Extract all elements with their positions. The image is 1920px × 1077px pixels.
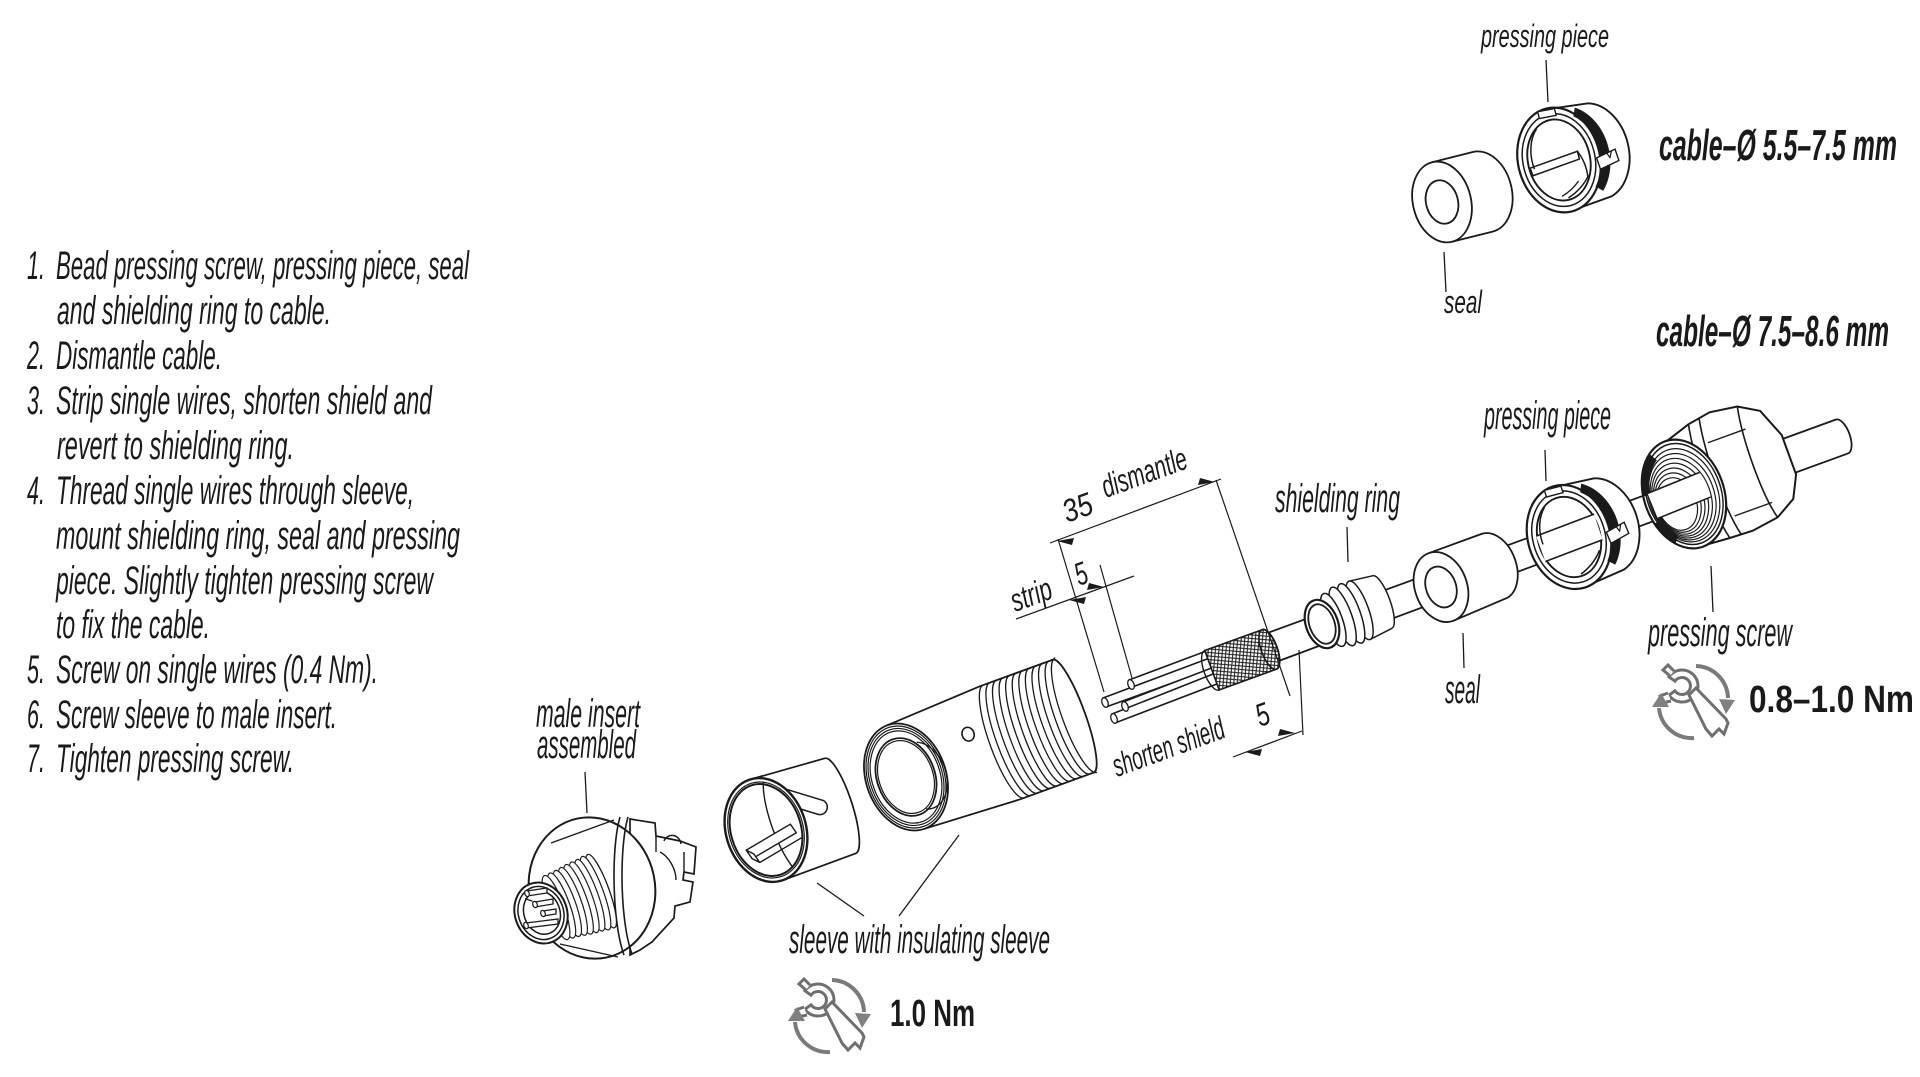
svg-text:6.: 6. (27, 693, 45, 737)
svg-text:pressing piece: pressing piece (1484, 394, 1611, 438)
svg-text:piece. Slightly tighten pressi: piece. Slightly tighten pressing screw (55, 559, 434, 603)
svg-text:pressing piece: pressing piece (1480, 18, 1609, 54)
svg-text:assembled: assembled (537, 723, 637, 767)
svg-text:2.: 2. (26, 334, 45, 378)
svg-text:Dismantle cable.: Dismantle cable. (56, 334, 222, 378)
svg-text:1.: 1. (27, 244, 45, 288)
svg-text:Screw sleeve to male insert.: Screw sleeve to male insert. (56, 693, 337, 737)
svg-text:Bead pressing screw, pressing: Bead pressing screw, pressing piece, sea… (56, 244, 470, 288)
svg-text:0.8–1.0 Nm: 0.8–1.0 Nm (1749, 679, 1914, 721)
svg-text:pressing screw: pressing screw (1647, 611, 1793, 655)
svg-text:seal: seal (1444, 284, 1483, 320)
svg-text:Thread single wires through sl: Thread single wires through sleeve, (56, 469, 414, 513)
svg-text:shielding ring: shielding ring (1275, 477, 1400, 521)
svg-text:cable–Ø 5.5–7.5 mm: cable–Ø 5.5–7.5 mm (1659, 121, 1897, 170)
svg-text:1.0 Nm: 1.0 Nm (890, 993, 975, 1035)
svg-text:4.: 4. (27, 469, 45, 513)
svg-text:7.: 7. (27, 737, 45, 781)
svg-text:male insert: male insert (536, 692, 641, 736)
svg-text:sleeve with insulating sleeve: sleeve with insulating sleeve (789, 918, 1050, 962)
svg-text:seal: seal (1445, 668, 1481, 712)
svg-text:Tighten pressing screw.: Tighten pressing screw. (56, 737, 294, 781)
svg-text:mount shielding ring, seal and: mount shielding ring, seal and pressing (56, 514, 460, 558)
svg-text:3.: 3. (27, 379, 45, 423)
svg-text:to fix the cable.: to fix the cable. (56, 603, 210, 647)
svg-text:5.: 5. (27, 648, 45, 692)
svg-text:cable–Ø 7.5–8.6 mm: cable–Ø 7.5–8.6 mm (1656, 307, 1889, 356)
svg-text:Strip single wires, shorten sh: Strip single wires, shorten shield and (56, 379, 433, 423)
svg-text:and shielding ring to cable.: and shielding ring to cable. (57, 289, 331, 333)
svg-text:Screw on single wires (0.4 Nm): Screw on single wires (0.4 Nm). (56, 648, 378, 692)
svg-text:revert to shielding ring.: revert to shielding ring. (57, 424, 294, 468)
